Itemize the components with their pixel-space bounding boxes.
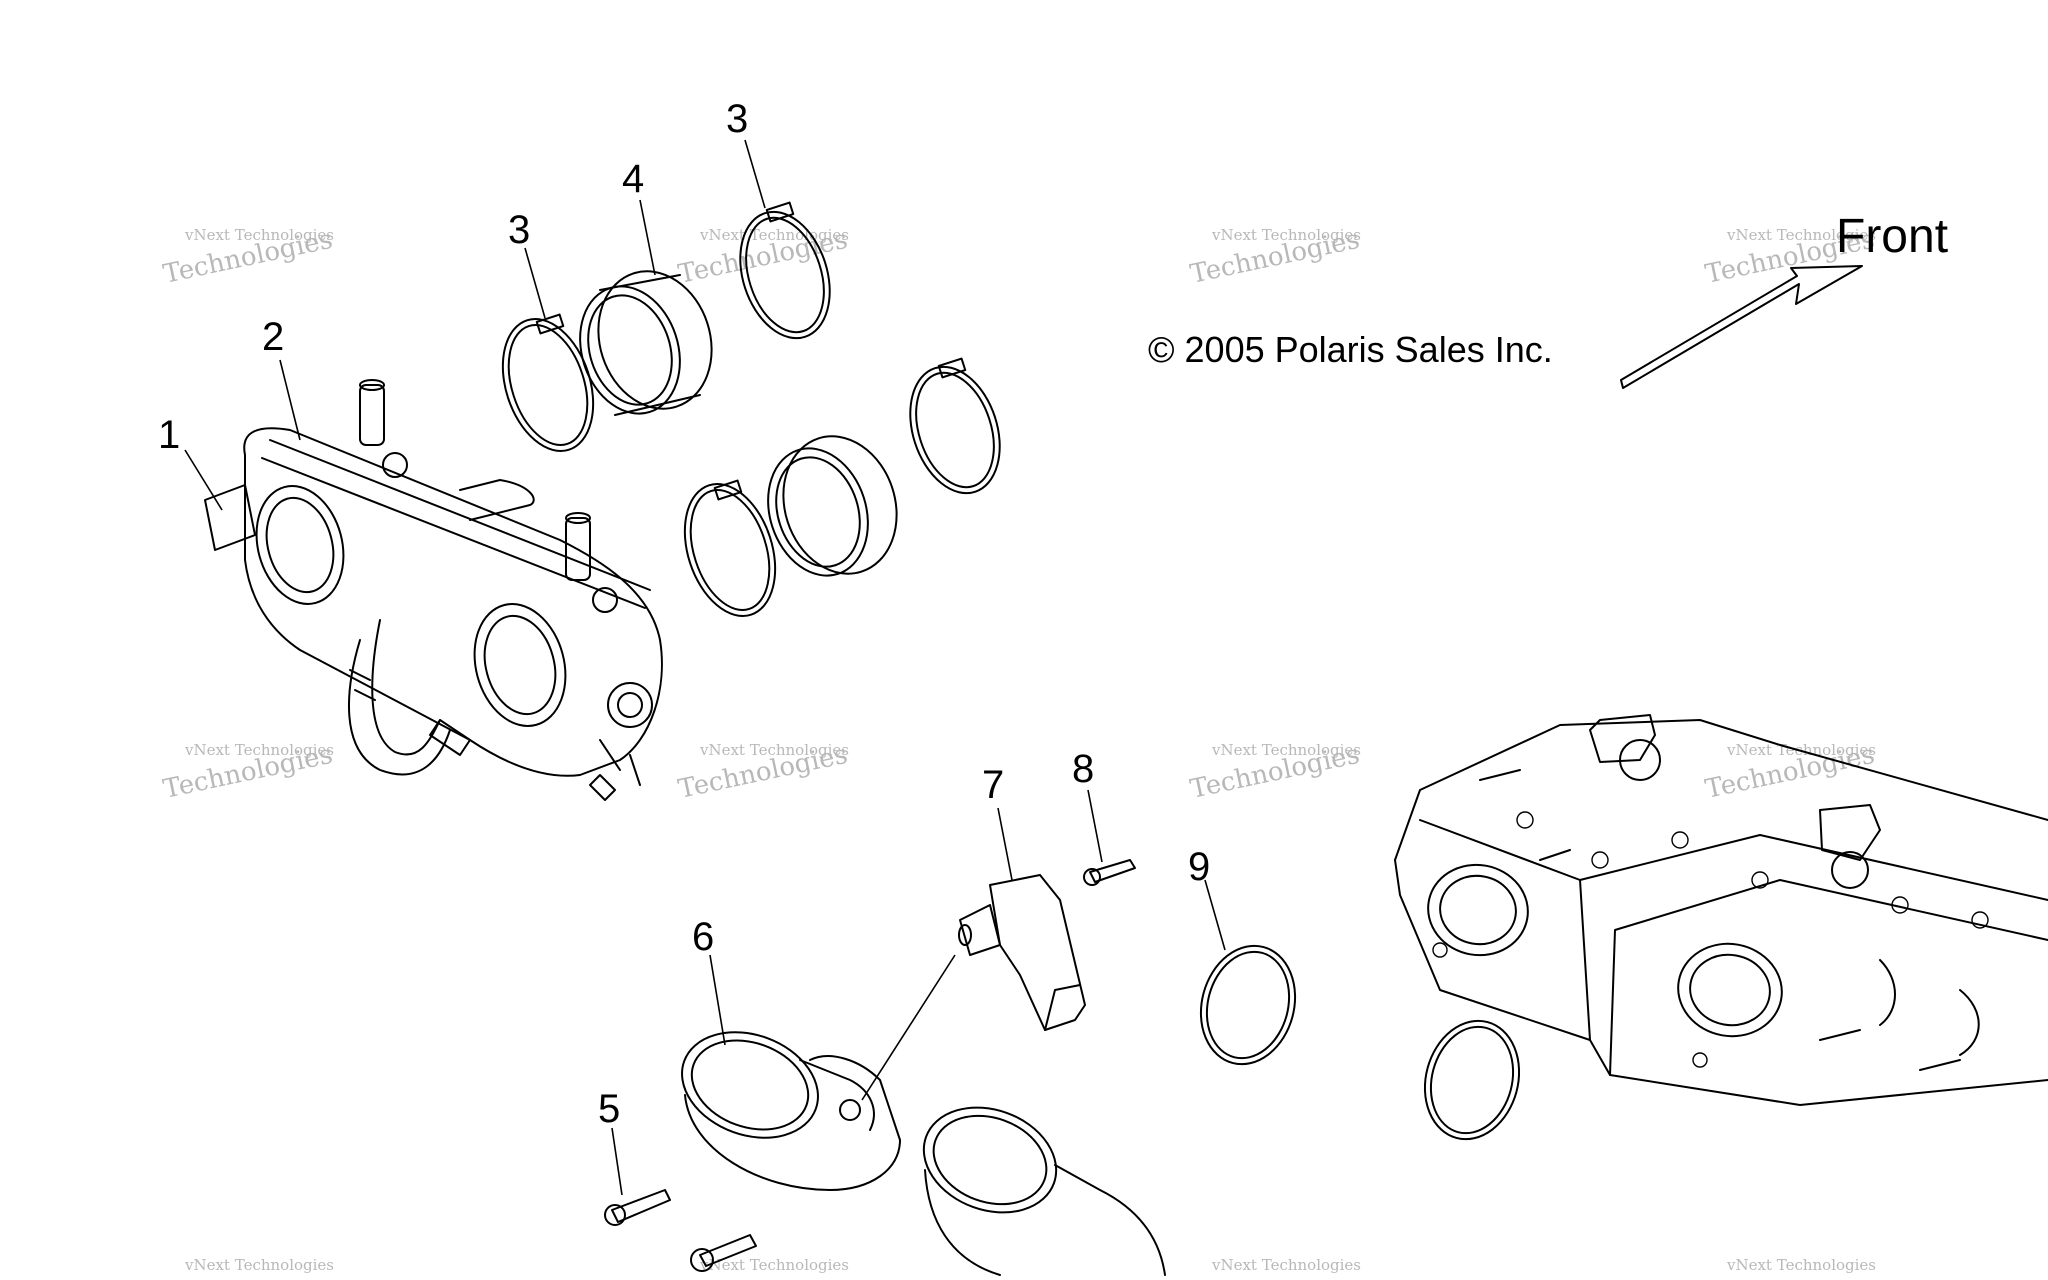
callout-6: 6	[692, 915, 714, 959]
throttle-body-assembly	[204, 379, 663, 801]
callout-7: 7	[982, 763, 1004, 807]
callout-8: 8	[1072, 747, 1094, 791]
intake-coupler	[767, 435, 898, 577]
watermark-text: vNext Technologies	[1726, 1256, 1876, 1274]
callout-3a: 3	[508, 208, 530, 252]
watermarks: vNext Technologies Technologies vNext Te…	[161, 225, 1878, 1274]
hose-clamp	[683, 479, 777, 617]
watermark-text: vNext Technologies	[1211, 741, 1361, 759]
callout-3b: 3	[726, 97, 748, 141]
watermark-text: vNext Technologies	[699, 226, 849, 244]
screw	[1083, 859, 1136, 886]
bolt	[690, 1234, 757, 1272]
watermark-text: vNext Technologies	[184, 741, 334, 759]
bolt	[604, 1189, 671, 1226]
gasket	[1199, 944, 1297, 1066]
intake-manifold	[681, 1031, 1166, 1276]
callout-2: 2	[262, 315, 284, 359]
watermark-text: vNext Technologies	[1211, 226, 1361, 244]
intake-coupler	[579, 270, 713, 416]
watermark-text: vNext Technologies	[1211, 1256, 1361, 1274]
callout-5: 5	[598, 1087, 620, 1131]
front-arrow-icon	[1620, 265, 1863, 389]
callout-4: 4	[622, 157, 644, 201]
front-label: Front	[1836, 210, 1948, 263]
gasket	[1423, 1019, 1521, 1141]
watermark-text: vNext Technologies	[184, 226, 334, 244]
map-sensor	[958, 874, 1086, 1031]
watermark-text: vNext Technologies	[699, 741, 849, 759]
callout-9: 9	[1188, 845, 1210, 889]
callout-1: 1	[158, 413, 180, 457]
watermark-text: vNext Technologies	[1726, 226, 1876, 244]
copyright-text: © 2005 Polaris Sales Inc.	[1148, 329, 1553, 370]
hose-clamp	[501, 313, 595, 452]
hose-clamp	[739, 201, 831, 340]
watermark-text: vNext Technologies	[184, 1256, 334, 1274]
cylinder-head	[1394, 714, 2048, 1106]
hose-clamp	[909, 357, 1001, 495]
watermark-text: vNext Technologies	[699, 1256, 849, 1274]
